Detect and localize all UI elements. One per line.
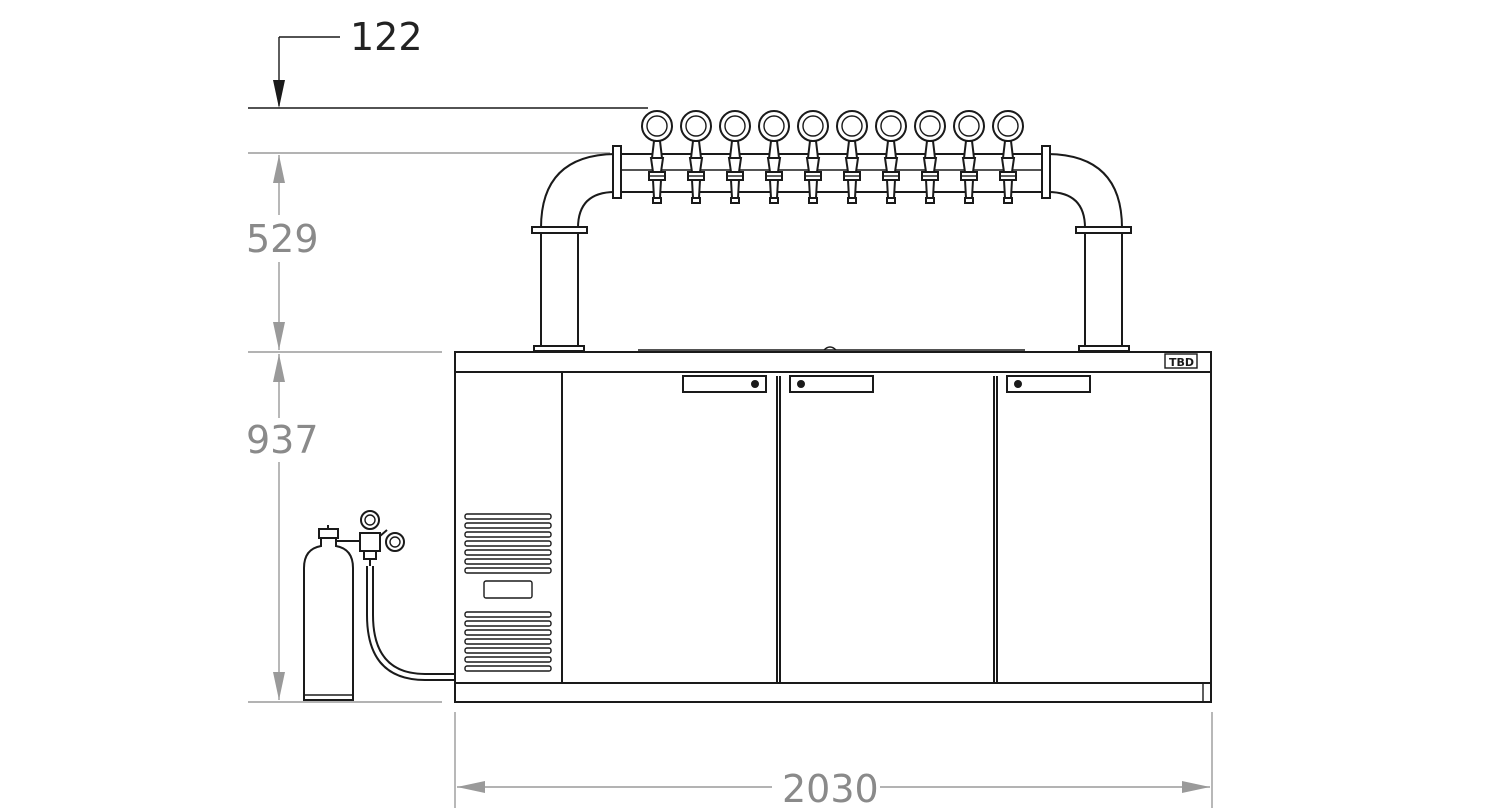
beer-tap[interactable]	[992, 110, 1024, 204]
dimension-529: 529	[246, 152, 610, 350]
vent-slot	[464, 567, 552, 574]
beer-tower	[531, 145, 1132, 352]
door-right[interactable]	[996, 375, 1091, 683]
vent-slot	[464, 558, 552, 565]
vent-slot	[464, 665, 552, 672]
co2-cylinder	[303, 525, 354, 701]
vent-slot	[464, 531, 552, 538]
vent-slot	[464, 656, 552, 663]
dimension-937: 937	[246, 351, 442, 703]
tap-spout	[886, 197, 896, 204]
door-lock-left	[751, 380, 759, 388]
beer-tap[interactable]	[953, 110, 985, 204]
door-lock-right	[1014, 380, 1022, 388]
vent-grille-lower	[464, 611, 552, 672]
dimension-label-2030: 2030	[782, 767, 879, 810]
back-bar-cabinet: TBD	[454, 346, 1212, 703]
door-middle[interactable]	[779, 375, 995, 683]
tap-spout	[730, 197, 740, 204]
control-panel-display	[483, 580, 533, 599]
gas-hose	[366, 566, 455, 681]
vent-slot	[464, 549, 552, 556]
tap-spout	[925, 197, 935, 204]
door-lock-middle	[797, 380, 805, 388]
dimension-label-937: 937	[246, 418, 319, 462]
vent-slot	[464, 629, 552, 636]
brand-badge	[1164, 353, 1198, 369]
tap-spout	[964, 197, 974, 204]
tap-spout	[1003, 197, 1013, 204]
vent-slot	[464, 611, 552, 618]
tap-spout	[769, 197, 779, 204]
door-left[interactable]	[682, 375, 778, 683]
door-handle-left[interactable]	[682, 375, 767, 393]
dimension-label-122: 122	[350, 15, 423, 59]
beer-tap[interactable]	[797, 110, 829, 204]
beer-tap[interactable]	[641, 110, 673, 204]
tap-spout	[691, 197, 701, 204]
tap-spout	[652, 197, 662, 204]
beer-tap[interactable]	[875, 110, 907, 204]
beer-tap[interactable]	[680, 110, 712, 204]
tap-spout	[808, 197, 818, 204]
vent-slot	[464, 647, 552, 654]
vent-slot	[464, 620, 552, 627]
vent-grille-upper	[464, 513, 552, 574]
beer-tap[interactable]	[836, 110, 868, 204]
tap-row	[641, 110, 1024, 204]
vent-slot	[464, 638, 552, 645]
brand-label: TBD	[1169, 356, 1194, 369]
dimension-2030: 2030	[454, 712, 1213, 810]
gas-regulator	[336, 510, 405, 566]
dimension-122: 122	[248, 15, 648, 109]
door-handle-right[interactable]	[1006, 375, 1091, 393]
beer-tap[interactable]	[758, 110, 790, 204]
vent-slot	[464, 513, 552, 520]
door-handle-middle[interactable]	[789, 375, 874, 393]
tap-spout	[847, 197, 857, 204]
vent-slot	[464, 540, 552, 547]
beer-tap[interactable]	[914, 110, 946, 204]
vent-slot	[464, 522, 552, 529]
dimension-label-529: 529	[246, 217, 319, 261]
beer-tap[interactable]	[719, 110, 751, 204]
